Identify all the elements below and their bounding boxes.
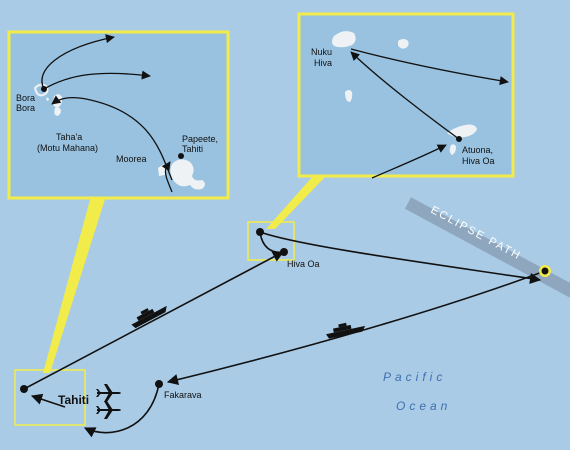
route-hivaoa-to-eclipse: [259, 231, 542, 285]
ship-icon: [326, 322, 366, 339]
fakarava-marker: [155, 380, 163, 388]
nuku-hiva-label-2: Hiva: [314, 58, 332, 68]
airplane-icon: [96, 401, 121, 419]
tahiti-marker: [20, 385, 28, 393]
route-tahiti-to-hiva-oa: [23, 251, 284, 390]
island-hiva-oa: [447, 124, 477, 138]
airplane-icon: [96, 384, 121, 402]
tahiti-highlight-box: [14, 369, 86, 426]
tahiti-label: Tahiti: [58, 393, 89, 407]
fakarava-label: Fakarava: [164, 390, 202, 400]
tahaa-label-2: (Motu Mahana): [37, 143, 98, 153]
island-ua-pou: [345, 90, 353, 102]
ocean-label-line2: Ocean: [396, 399, 451, 413]
papeete-label-2: Tahiti: [182, 144, 203, 154]
route-fakarava-to-tahiti: [83, 383, 160, 438]
inset-society-islands: Bora Bora Taha'a (Motu Mahana) Moorea Pa…: [7, 30, 230, 200]
hiva-oa-label: Hiva Oa: [287, 259, 320, 269]
nuku-hiva-label-1: Nuku: [311, 47, 332, 57]
papeete-label-1: Papeete,: [182, 134, 218, 144]
hiva-oa-marker: [280, 248, 288, 256]
eclipse-marker-icon: [539, 265, 551, 277]
ocean-label-line1: Pacific: [383, 370, 446, 384]
route-arrival-tahiti: [30, 393, 66, 408]
tahaa-label-1: Taha'a: [56, 132, 82, 142]
bora-bora-label-1: Bora: [16, 93, 35, 103]
atuona-label-1: Atuona,: [462, 145, 493, 155]
island-ua-huka: [398, 39, 409, 49]
island-nuku-hiva: [332, 31, 356, 48]
atuona-label-2: Hiva Oa: [462, 156, 495, 166]
route-eclipse-to-fakarava: [166, 270, 546, 386]
bora-bora-label-2: Bora: [16, 103, 35, 113]
island-bora-bora: [33, 83, 49, 97]
inset-marquesas-islands: Nuku Hiva Atuona, Hiva Oa: [297, 12, 515, 179]
right-inset-connector: [266, 176, 326, 229]
ship-icon: [131, 305, 167, 329]
moorea-label: Moorea: [116, 154, 147, 164]
island-tahiti: [170, 159, 205, 190]
left-inset-connector: [43, 196, 106, 373]
hiva-oa-start-marker: [256, 228, 264, 236]
island-tahuata: [449, 144, 456, 155]
